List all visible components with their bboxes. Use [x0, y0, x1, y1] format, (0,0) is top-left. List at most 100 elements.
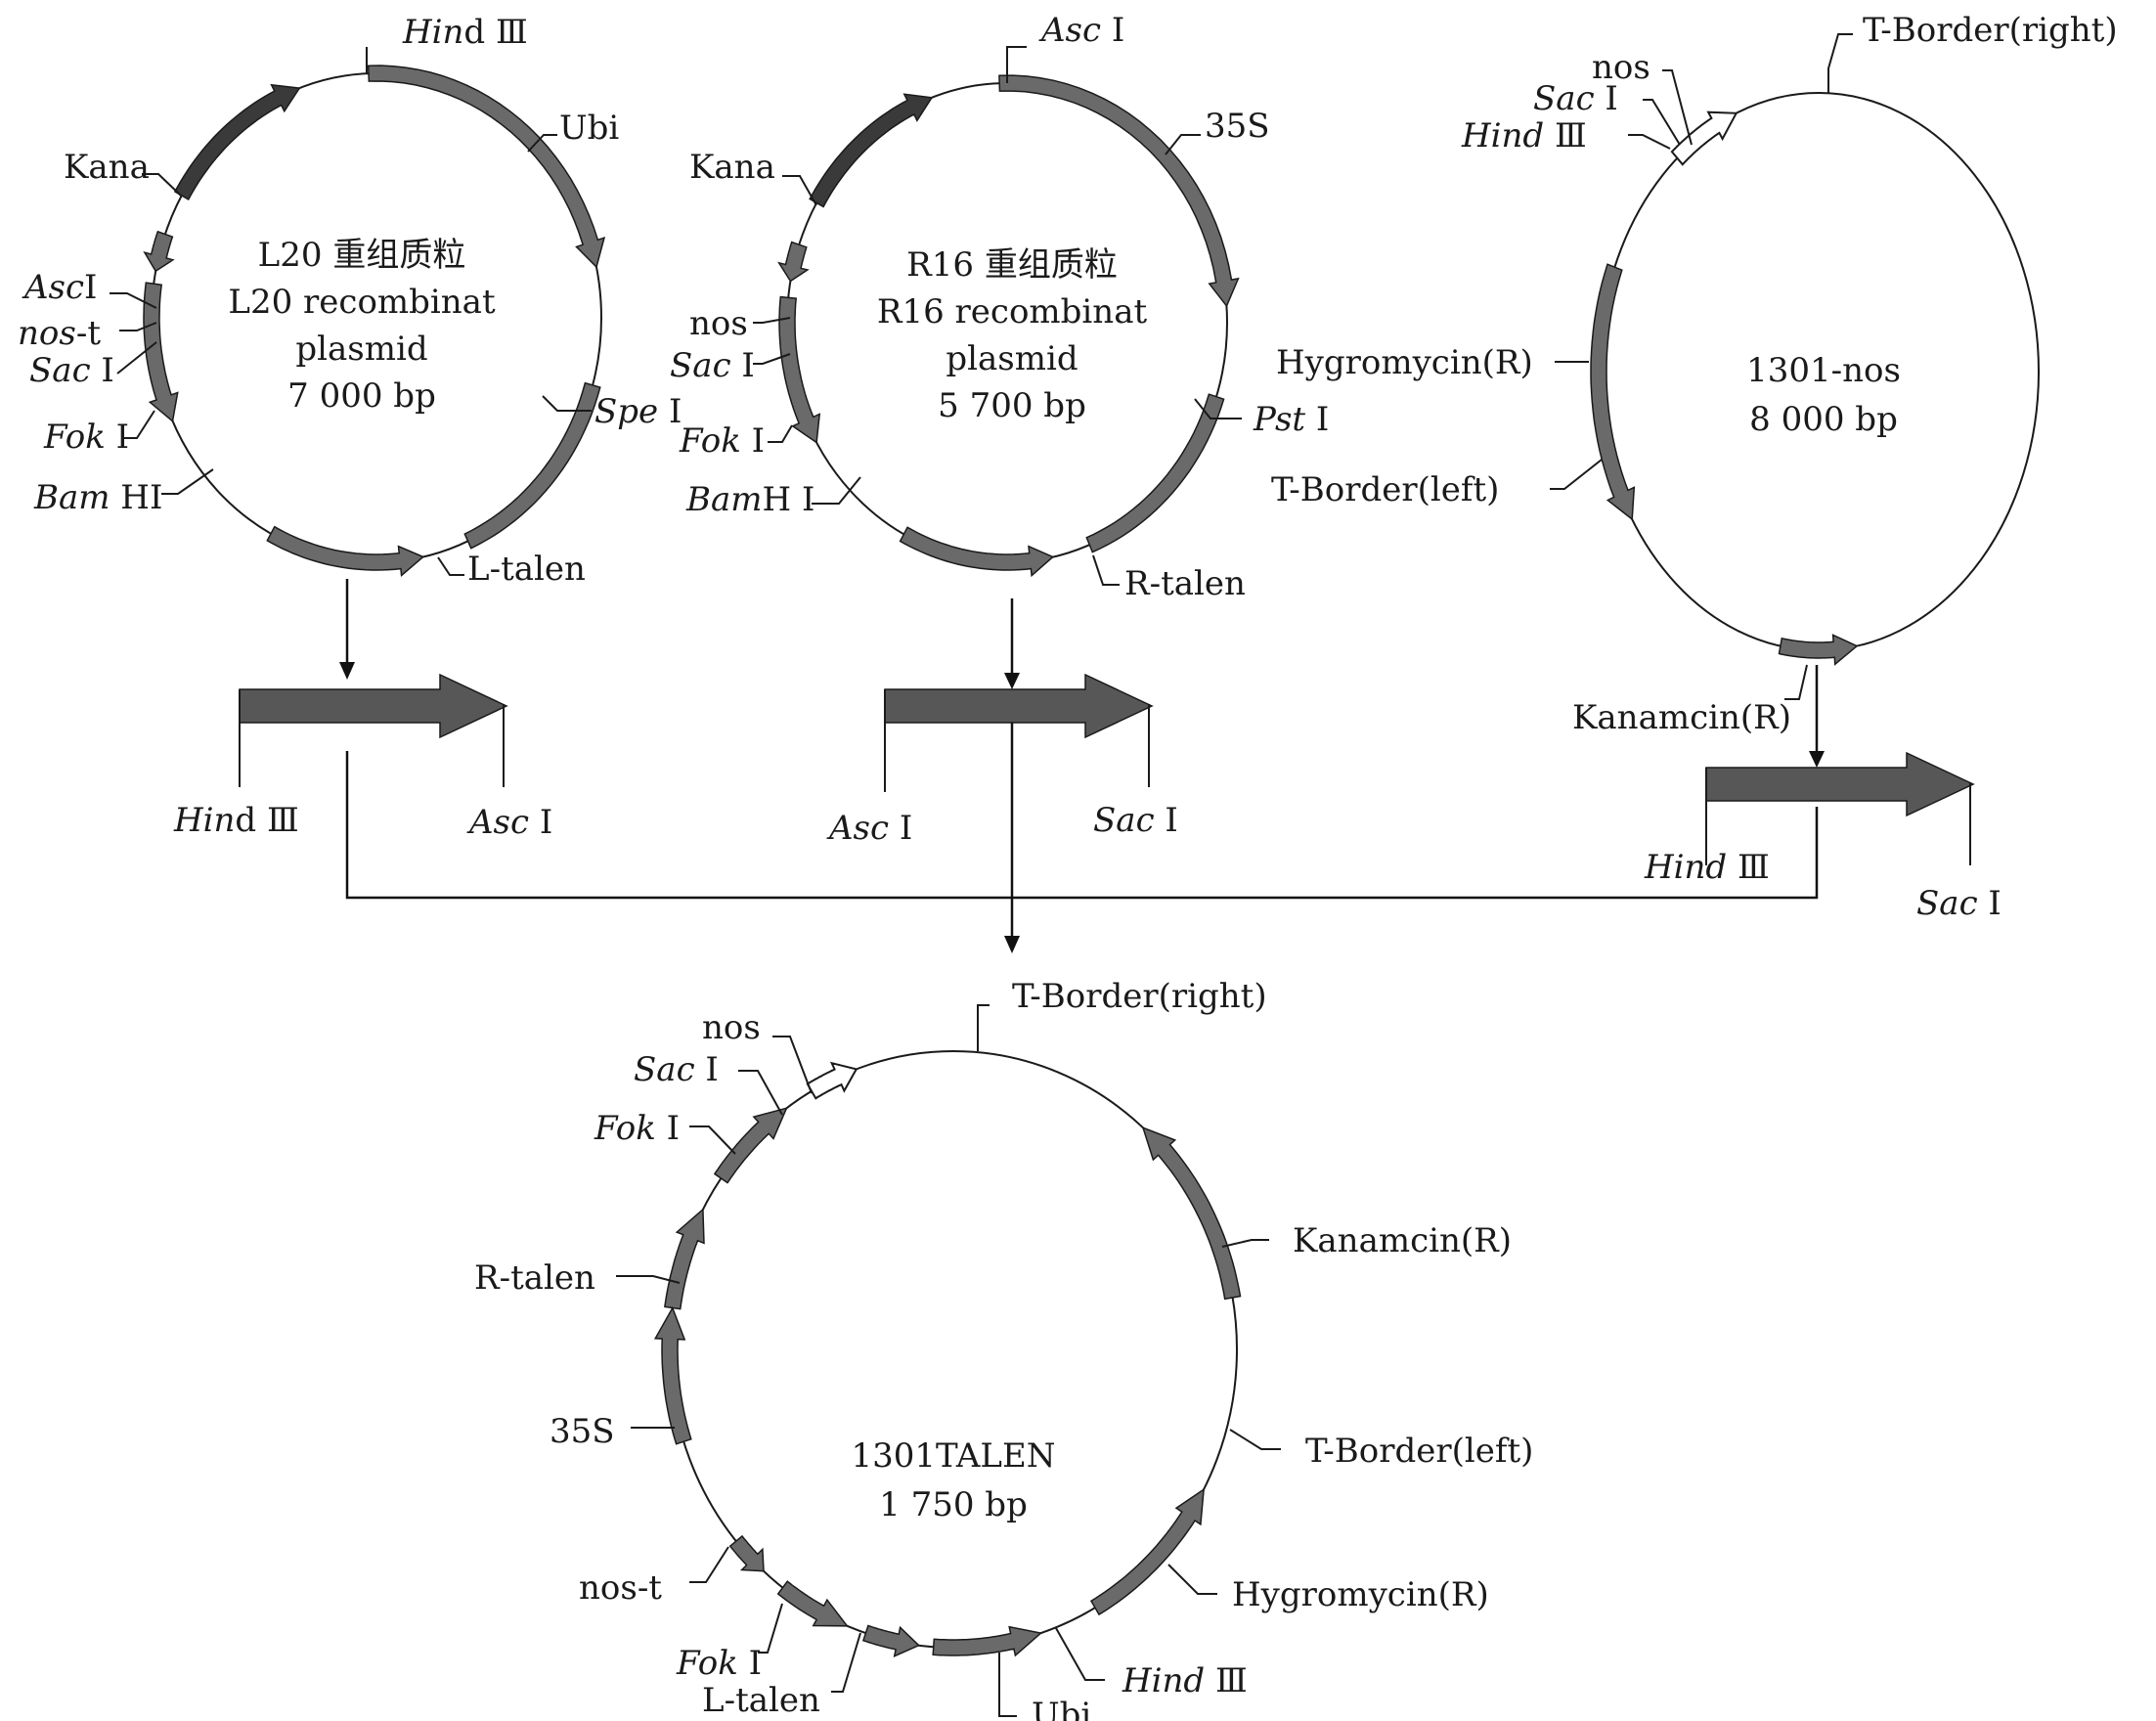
ligation-flow — [345, 723, 1819, 953]
talen-tright-leader — [977, 1004, 990, 1051]
r16-down-arrowhead — [1004, 673, 1020, 689]
p1301-size: 8 000 bp — [1749, 400, 1898, 439]
l20-plasmid: L20 重组质粒 L20 recombinat plasmid 7 000 bp… — [18, 13, 682, 589]
l20-down-arrowhead — [339, 662, 355, 680]
p1301-hind-leader — [1628, 134, 1671, 150]
p1301-nos-leader — [1662, 69, 1693, 146]
r16-sac-label: Sac Ⅰ — [670, 346, 755, 385]
r16-35s-leader — [1165, 134, 1201, 155]
p1301-down-arrowhead — [1809, 751, 1825, 768]
p1301-name: 1301-nos — [1746, 351, 1901, 390]
talen-nos-leader — [772, 1036, 813, 1094]
talen-ubi-feature-arrow — [932, 1625, 1043, 1657]
r16-r-talen-feature — [899, 526, 1055, 578]
talen-nos-t-feature — [728, 1534, 765, 1572]
r16-bamh-label: BamH Ⅰ — [685, 480, 814, 519]
l20-fok-leader — [122, 410, 155, 439]
r16-r-talen-label: R-talen — [1124, 564, 1246, 603]
p1301-kanamycin-feature-arrow — [1778, 634, 1859, 666]
p1301-kan-label: Kanamcin(R) — [1572, 698, 1791, 737]
l20-hind3-label: Hind Ⅲ — [402, 13, 528, 52]
talen-fok-bottom-feature — [776, 1580, 849, 1627]
r16-asc-label: Asc Ⅰ — [1038, 11, 1124, 50]
l20-size: 7 000 bp — [287, 376, 436, 416]
r16-fok-label: Fok Ⅰ — [679, 421, 765, 461]
talen-fok-bottom-label: Fok Ⅰ — [676, 1644, 762, 1683]
l20-l-talen-leader — [437, 556, 464, 576]
l20-ubi-leader — [527, 134, 557, 153]
r16-fragment-sac-label: Sac Ⅰ — [1093, 801, 1178, 840]
r16-kana-feature — [809, 93, 934, 208]
l20-kana-label: Kana — [64, 148, 150, 187]
talen-hygro-label: Hygromycin(R) — [1232, 1575, 1489, 1614]
r16-fok-feature — [778, 295, 821, 444]
talen-fok-top-leader — [689, 1125, 736, 1155]
r16-nos-feature-arrow — [777, 241, 810, 283]
l20-spe-leader — [542, 395, 592, 412]
ligation-connector — [345, 751, 1819, 900]
talen-l-talen-feature — [861, 1624, 921, 1657]
talen-nos-t-label: nos-t — [579, 1568, 662, 1608]
l20-sac-leader — [116, 341, 157, 375]
talen-l-talen-leader — [831, 1632, 861, 1693]
r16-35s-feature — [998, 74, 1240, 308]
fragment-l20: Hind Ⅲ Asc Ⅰ — [173, 579, 552, 842]
talen-nos-feature — [806, 1061, 858, 1100]
talen-kan-leader — [1221, 1239, 1269, 1248]
r16-fragment-bar — [884, 673, 1154, 739]
r16-plasmid: R16 重组质粒 R16 recombinat plasmid 5 700 bp… — [670, 11, 1329, 603]
talen-nos-feature-arrow — [806, 1061, 858, 1100]
r16-fragment-asc-label: Asc Ⅰ — [826, 809, 912, 848]
talen-35s-feature-arrow — [653, 1305, 692, 1445]
p1301-hind-label: Hind Ⅲ — [1461, 116, 1587, 155]
l20-spe-label: Spe Ⅰ — [594, 392, 682, 431]
l20-title-en: L20 recombinat — [228, 283, 496, 322]
l20-title-en2: plasmid — [295, 330, 427, 369]
talen-ubi-leader — [998, 1653, 1017, 1717]
r16-kana-leader — [782, 175, 817, 206]
talen-plasmid: 1301TALEN 1 750 bp T-Border(right) nos S… — [474, 977, 1533, 1721]
p1301-fragment-sac-label: Sac Ⅰ — [1916, 884, 2002, 923]
talen-l-talen-feature-arrow — [861, 1624, 921, 1657]
talen-kanamycin-feature — [1141, 1126, 1242, 1301]
r16-r-talen-feature-arrow — [899, 526, 1055, 578]
talen-kan-label: Kanamcin(R) — [1293, 1221, 1512, 1260]
r16-nos-leader — [753, 317, 791, 324]
p1301-kanamycin-feature — [1778, 634, 1859, 666]
talen-nos-label: nos — [702, 1008, 761, 1047]
l20-asc-label: AscⅠ — [22, 268, 97, 307]
fragment-r16: Asc Ⅰ Sac Ⅰ — [826, 598, 1178, 848]
talen-nos-t-leader — [689, 1546, 729, 1583]
r16-nos-label: nos — [689, 304, 748, 343]
r16-kana-feature-arrow — [809, 93, 934, 208]
l20-fok-feature — [143, 282, 179, 423]
p1301-fragment-hind-label: Hind Ⅲ — [1644, 848, 1770, 887]
l20-nos-t-feature — [143, 230, 175, 273]
p1301-nos-feature — [1670, 110, 1738, 166]
talen-fok-top-feature — [713, 1107, 788, 1184]
l20-fragment-bar — [239, 673, 508, 739]
l20-nos-t-feature-arrow — [143, 230, 175, 273]
talen-l-talen-label: L-talen — [702, 1681, 820, 1720]
l20-ubi-label: Ubi — [559, 109, 619, 148]
p1301-tright-label: T-Border(right) — [1863, 11, 2118, 50]
l20-sac-label: Sac Ⅰ — [29, 351, 114, 390]
r16-size: 5 700 bp — [938, 386, 1086, 425]
p1301-hygro-label: Hygromycin(R) — [1276, 343, 1533, 382]
p1301-hygromycin-feature-arrow — [1590, 263, 1636, 521]
p1301-tleft-label: T-Border(left) — [1271, 470, 1499, 509]
l20-nos-t-label: nos-t — [18, 314, 101, 353]
l20-kana-leader — [142, 173, 182, 197]
l20-ubi-feature — [367, 65, 606, 269]
p1301-sac-label: Sac Ⅰ — [1533, 79, 1618, 118]
talen-hind-leader — [1055, 1627, 1105, 1681]
talen-r-talen-label: R-talen — [474, 1258, 595, 1298]
p1301-plasmid: 1301-nos 8 000 bp T-Border(right) nos Sa… — [1271, 11, 2118, 737]
l20-l-talen-upper-feature — [463, 381, 601, 550]
talen-sac-label: Sac Ⅰ — [634, 1050, 719, 1089]
r16-r-talen-leader — [1092, 554, 1120, 586]
p1301-tleft-leader — [1550, 459, 1603, 490]
talen-nos-t-feature-arrow — [728, 1534, 765, 1572]
talen-fok-top-feature-arrow — [713, 1107, 788, 1184]
p1301-kan-leader — [1784, 664, 1808, 700]
